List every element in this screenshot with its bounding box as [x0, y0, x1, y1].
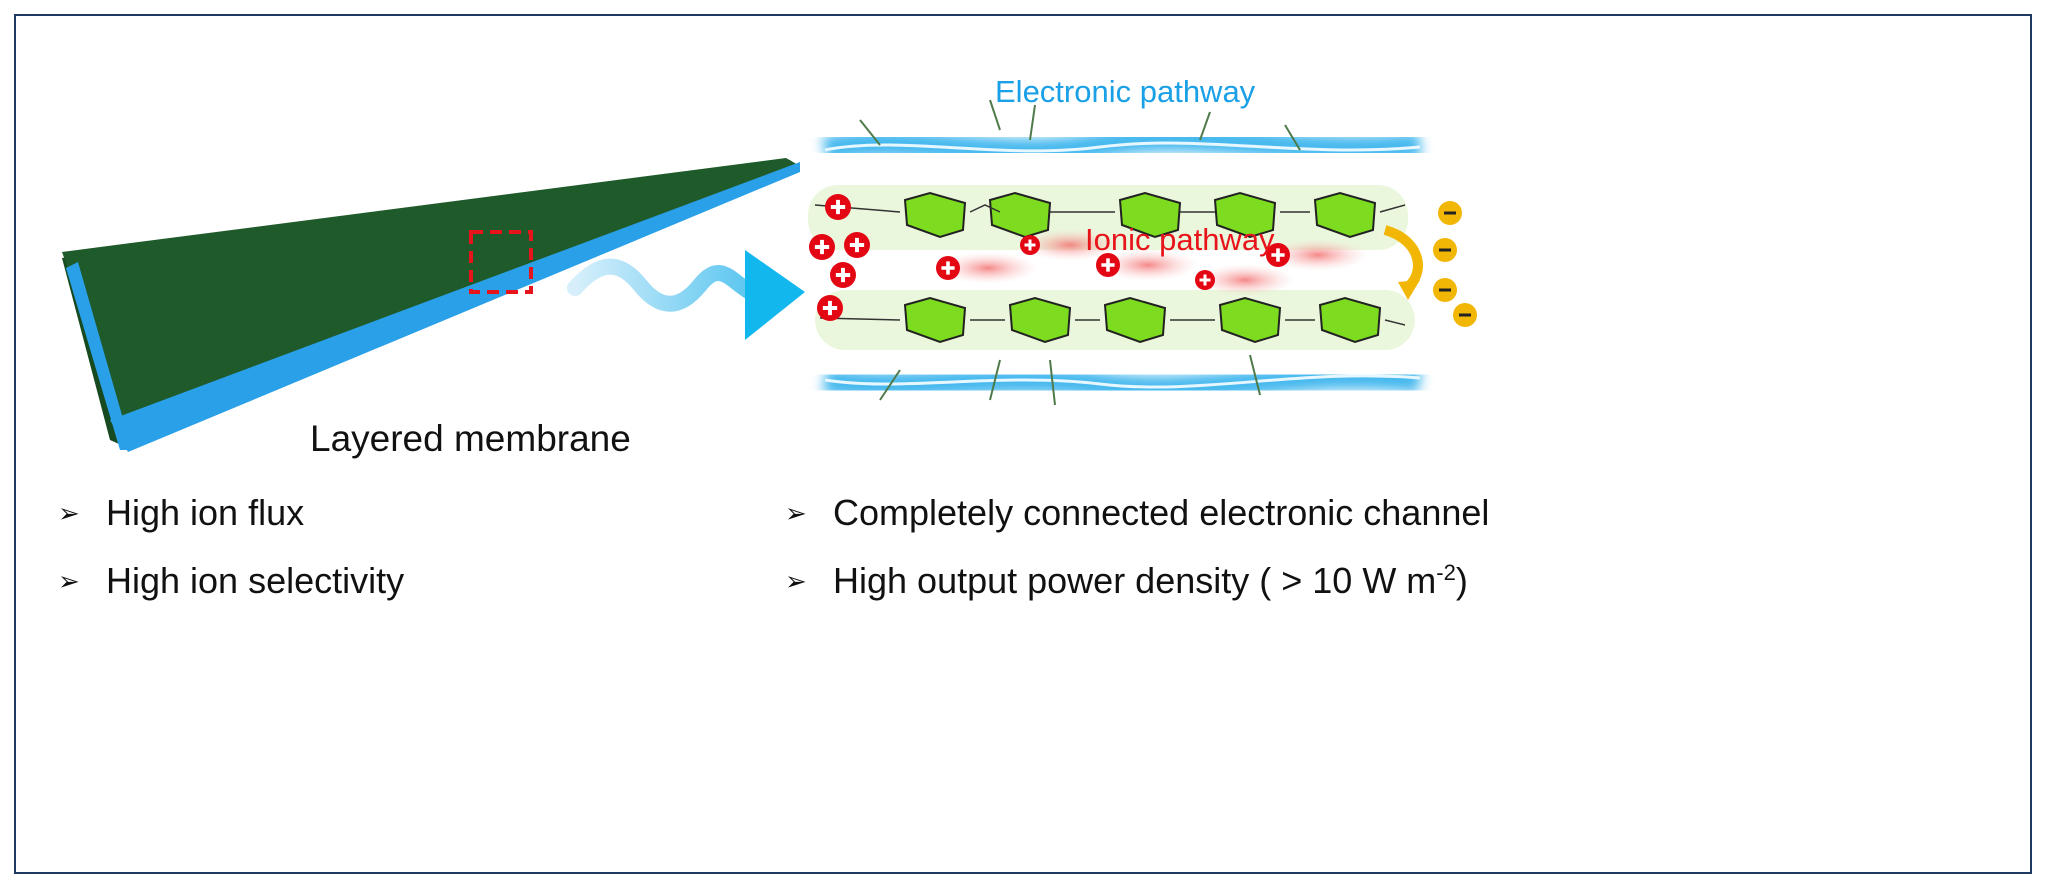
- ion-motion-trail: [1195, 264, 1295, 296]
- cation-icon: [1096, 253, 1120, 277]
- cation-icon: [825, 194, 851, 220]
- glucose-ring: [1118, 191, 1182, 239]
- electronic-pathway-bottom: [822, 354, 1422, 406]
- cation-icon: [844, 232, 870, 258]
- bullet-item: ➢ High ion selectivity: [58, 560, 404, 602]
- electronic-pathway-label: Electronic pathway: [995, 74, 1256, 109]
- glucose-ring: [1103, 296, 1167, 344]
- ion-motion-trail: [1268, 239, 1368, 271]
- ionic-pathway-label: Ionic pathway: [1085, 222, 1275, 257]
- anion-icon: [1438, 201, 1462, 225]
- bullet-text: Completely connected electronic channel: [833, 492, 1490, 533]
- bullet-text: High output power density ( > 10 W m: [833, 560, 1437, 601]
- bullet-arrow-icon: ➢: [785, 498, 807, 528]
- cation-icon: [1195, 270, 1215, 290]
- cation-icon: [1020, 235, 1040, 255]
- electronic-pathway-top: [821, 99, 1422, 165]
- anion-icon: [1453, 303, 1477, 327]
- cation-icon: [809, 234, 835, 260]
- ion-motion-trail: [1098, 249, 1198, 281]
- ions: [809, 194, 1477, 327]
- glucose-ring: [1008, 296, 1072, 344]
- bullet-item: ➢ High ion flux: [58, 492, 304, 534]
- bullet-arrow-icon: ➢: [58, 566, 80, 596]
- zoom-region-marker: [469, 230, 533, 294]
- figure-frame: [14, 14, 2032, 874]
- layered-membrane-illustration: [62, 158, 800, 452]
- glucose-ring: [1313, 191, 1377, 239]
- cation-icon: [830, 262, 856, 288]
- membrane-label: Layered membrane: [310, 418, 631, 459]
- ion-motion-trail: [938, 252, 1038, 284]
- glucose-ring: [1318, 296, 1382, 344]
- bullet-item: ➢ Completely connected electronic channel: [785, 492, 1489, 534]
- glucose-ring: [1218, 296, 1282, 344]
- glucose-ring: [1213, 191, 1277, 239]
- anion-icon: [1433, 278, 1457, 302]
- bullet-item: ➢ High output power density ( > 10 W m-2): [785, 560, 1468, 602]
- wavy-arrow-icon: [567, 250, 805, 340]
- cation-icon: [936, 256, 960, 280]
- cation-icon: [1266, 243, 1290, 267]
- anion-icon: [1433, 238, 1457, 262]
- glucose-ring: [988, 191, 1052, 239]
- bullet-arrow-icon: ➢: [785, 566, 807, 596]
- glycosidic-bonds: [814, 204, 1406, 326]
- anion-flow-arrow-icon: [1383, 225, 1423, 289]
- ion-motion-trail: [1020, 229, 1120, 261]
- bullet-text: High ion flux: [106, 492, 305, 533]
- bullet-text: High ion selectivity: [106, 560, 405, 601]
- glucose-ring: [903, 191, 967, 239]
- bullet-arrow-icon: ➢: [58, 498, 80, 528]
- bullet-text-suffix: ): [1455, 560, 1468, 601]
- superscript: -2: [1436, 560, 1456, 585]
- cellulose-chains: [814, 191, 1406, 344]
- cation-icon: [817, 295, 843, 321]
- glucose-ring: [903, 296, 967, 344]
